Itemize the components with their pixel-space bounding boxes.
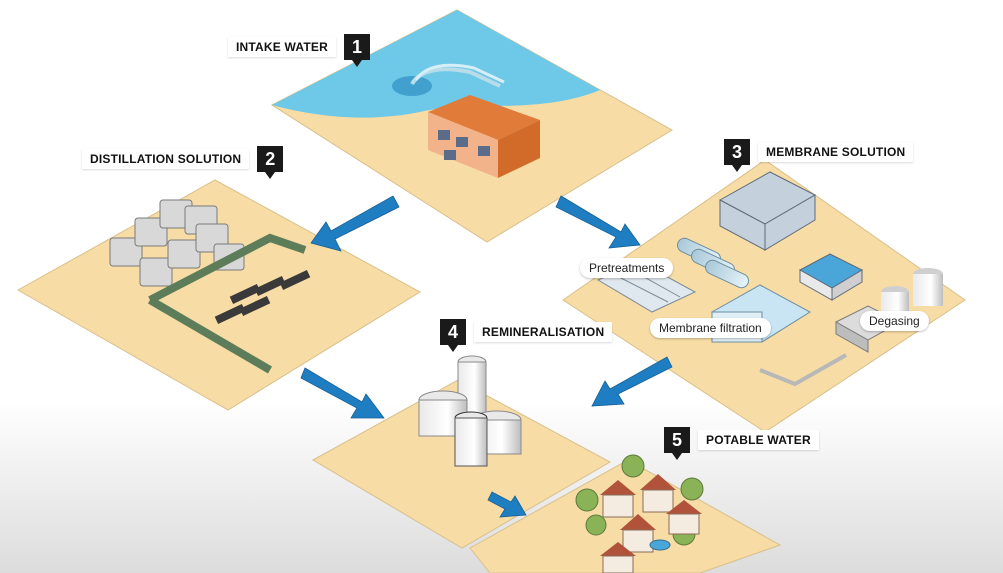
arrow-remineralisation-to-potable (487, 491, 527, 518)
degasing-callout: Degasing (860, 311, 929, 331)
step-1-number: 1 (343, 34, 370, 67)
remineralisation-tile (311, 355, 612, 549)
pretreatments-callout: Pretreatments (580, 258, 674, 278)
membrane-filtration-callout: Membrane filtration (650, 318, 771, 338)
intake-water-tile (270, 9, 673, 243)
step-3-label: 3 MEMBRANE SOLUTION (724, 139, 914, 172)
step-3-number: 3 (724, 139, 750, 172)
step-5-title: POTABLE WATER (698, 430, 819, 450)
step-1-label: INTAKE WATER 1 (228, 34, 370, 67)
step-4-number: 4 (440, 319, 466, 352)
flow-arrows (300, 195, 673, 518)
house-icon (600, 474, 702, 573)
step-1-title: INTAKE WATER (228, 37, 336, 57)
potable-water-tile (469, 454, 782, 573)
arrow-intake-to-membrane (555, 195, 641, 249)
step-4-label: 4 REMINERALISATION (440, 319, 613, 352)
step-2-title: DISTILLATION SOLUTION (82, 149, 250, 169)
step-3-title: MEMBRANE SOLUTION (758, 142, 914, 162)
step-5-number: 5 (664, 427, 690, 460)
step-5-label: 5 POTABLE WATER (664, 427, 819, 460)
step-4-title: REMINERALISATION (474, 322, 613, 342)
arrow-membrane-to-remineralisation (591, 356, 673, 407)
arrow-intake-to-distillation (310, 195, 400, 252)
arrow-distillation-to-remineralisation (300, 367, 385, 419)
step-2-label: DISTILLATION SOLUTION 2 (82, 146, 284, 179)
step-2-number: 2 (257, 146, 284, 179)
